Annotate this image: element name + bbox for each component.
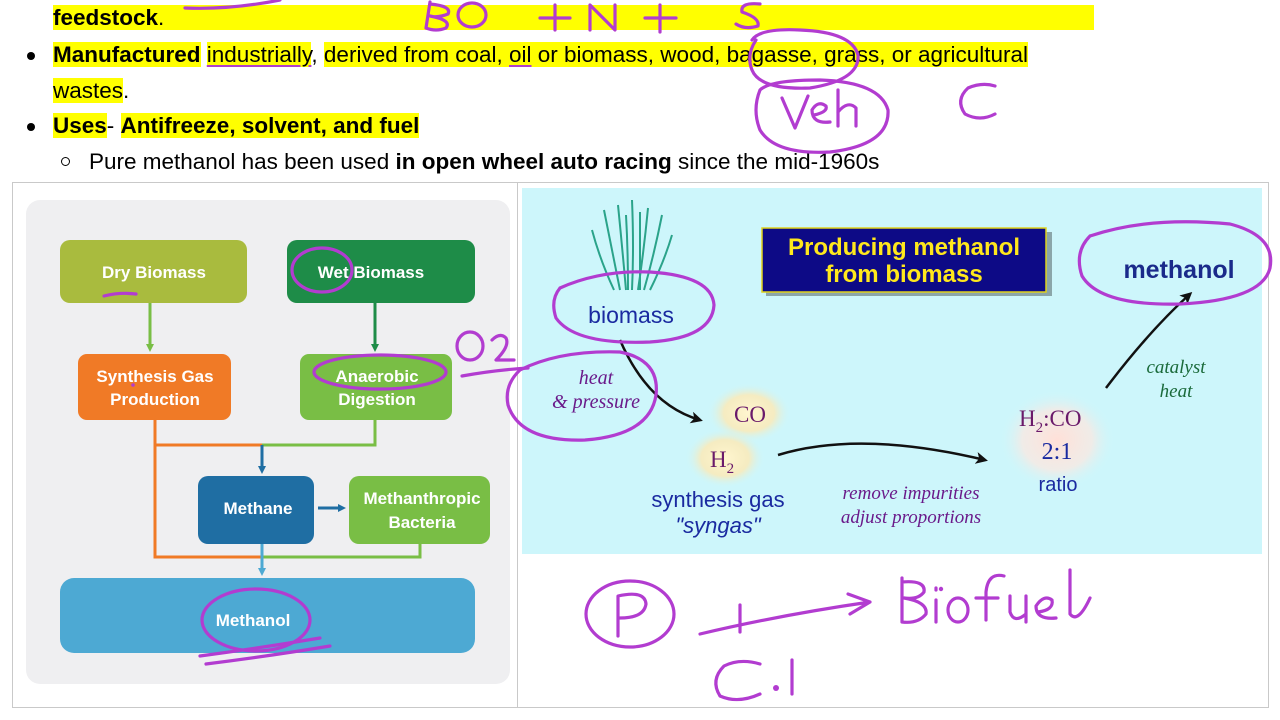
label-catalyst: catalyst — [1146, 357, 1206, 378]
process-title-box — [761, 227, 1047, 293]
label-ratio-value: 2:1 — [1042, 439, 1073, 465]
label-adjust-proportions: adjust proportions — [841, 507, 981, 528]
label-dry-biomass: Dry Biomass — [102, 263, 206, 282]
label-heat: heat — [579, 367, 614, 389]
line-uses: Uses- Antifreeze, solvent, and fuel — [53, 113, 420, 138]
label-pressure: & pressure — [552, 391, 640, 413]
connector-bacteria-methanol — [262, 544, 422, 559]
label-h2co: H2:CO — [1019, 406, 1081, 436]
box-bacteria — [349, 476, 490, 544]
connector-synthesis-methanol — [153, 445, 262, 559]
process-title-2: from biomass — [825, 261, 982, 288]
bullet-2 — [27, 123, 35, 131]
label-bacteria-2: Bacteria — [388, 513, 456, 532]
right-figure-frame — [517, 182, 1269, 708]
label-ratio: ratio — [1039, 474, 1078, 496]
label-bacteria-1: Methanthropic — [363, 489, 480, 508]
process-title-1: Producing methanol — [788, 234, 1020, 261]
line-wastes: wastes. — [53, 78, 130, 103]
box-synthesis-gas — [78, 354, 231, 420]
label-biomass: biomass — [588, 302, 674, 328]
box-dry-biomass — [60, 240, 247, 303]
label-synthesis-gas: synthesis gas — [651, 487, 784, 512]
label-synthesis-2: Production — [110, 390, 200, 409]
label-co: CO — [734, 402, 766, 427]
flowchart-background — [26, 200, 510, 684]
line-manufactured: Manufactured industrially, derived from … — [53, 42, 1028, 67]
label-methanol-product: methanol — [1123, 256, 1234, 284]
label-synthesis-1: Synthesis Gas — [96, 367, 213, 386]
connector-anaerobic-methane — [262, 420, 377, 447]
bullet-1 — [27, 52, 35, 60]
sub-bullet — [61, 157, 70, 166]
label-syngas: "syngas" — [675, 513, 762, 538]
label-anaerobic-2: Digestion — [338, 390, 415, 409]
label-remove-impurities: remove impurities — [842, 483, 979, 504]
label-methane: Methane — [224, 499, 293, 518]
label-h2: H2 — [710, 447, 734, 477]
label-catalyst-heat: heat — [1160, 381, 1193, 402]
box-methane — [198, 476, 314, 544]
arrow-syngas-to-ratio — [777, 442, 988, 464]
